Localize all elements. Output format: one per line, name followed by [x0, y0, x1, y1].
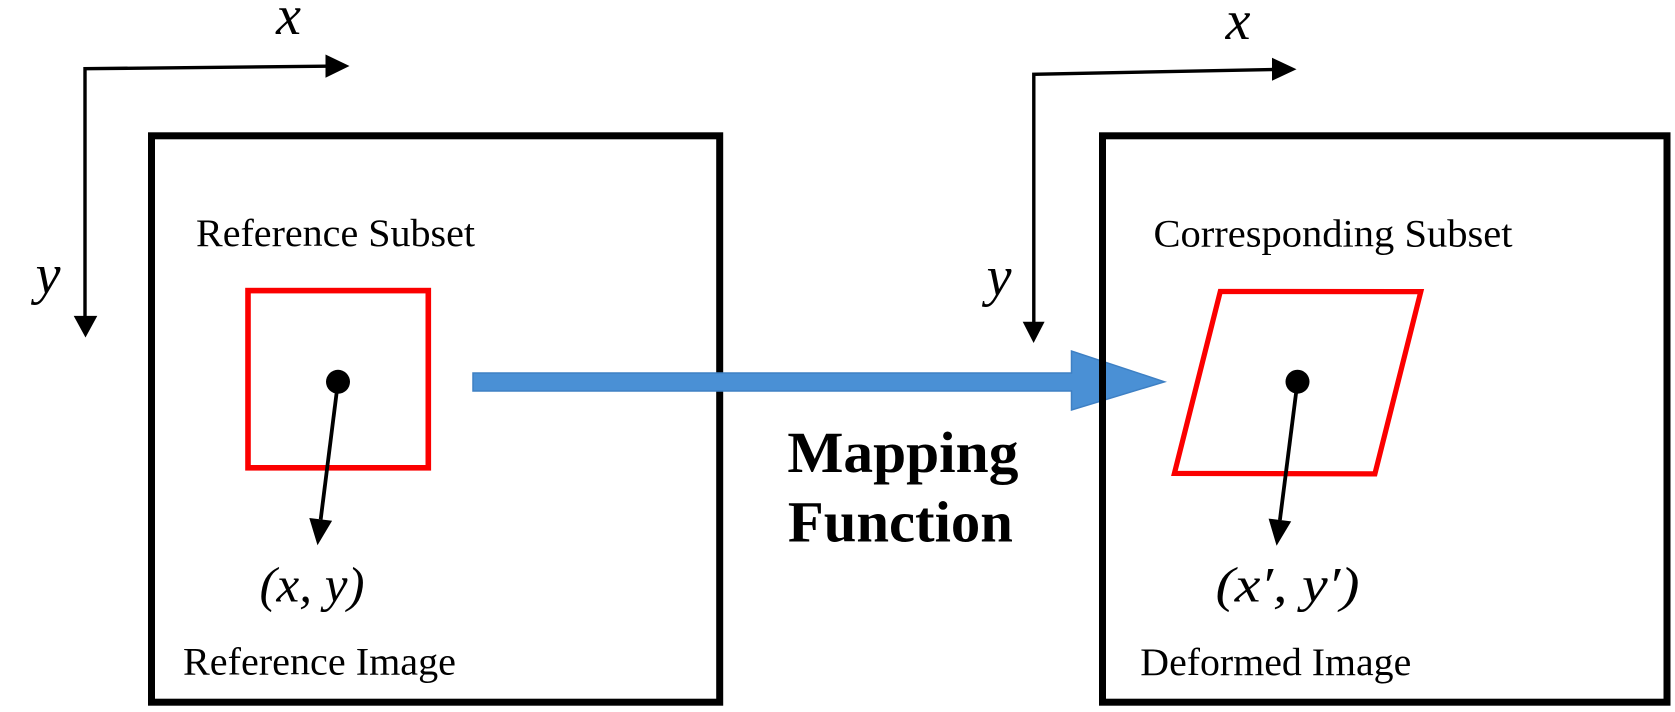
svg-text:(x′, y′): (x′, y′) — [1216, 557, 1360, 613]
svg-text:y: y — [982, 246, 1012, 308]
svg-text:Deformed Image: Deformed Image — [1140, 641, 1411, 684]
svg-text:x: x — [275, 0, 301, 47]
svg-text:Reference Subset: Reference Subset — [196, 212, 475, 255]
svg-text:Function: Function — [788, 490, 1013, 555]
svg-text:(x, y): (x, y) — [260, 557, 365, 613]
svg-text:y: y — [31, 244, 61, 306]
svg-text:Reference Image: Reference Image — [183, 641, 456, 684]
svg-text:Corresponding Subset: Corresponding Subset — [1154, 213, 1513, 256]
svg-text:x: x — [1225, 0, 1251, 52]
svg-text:Mapping: Mapping — [787, 420, 1018, 485]
